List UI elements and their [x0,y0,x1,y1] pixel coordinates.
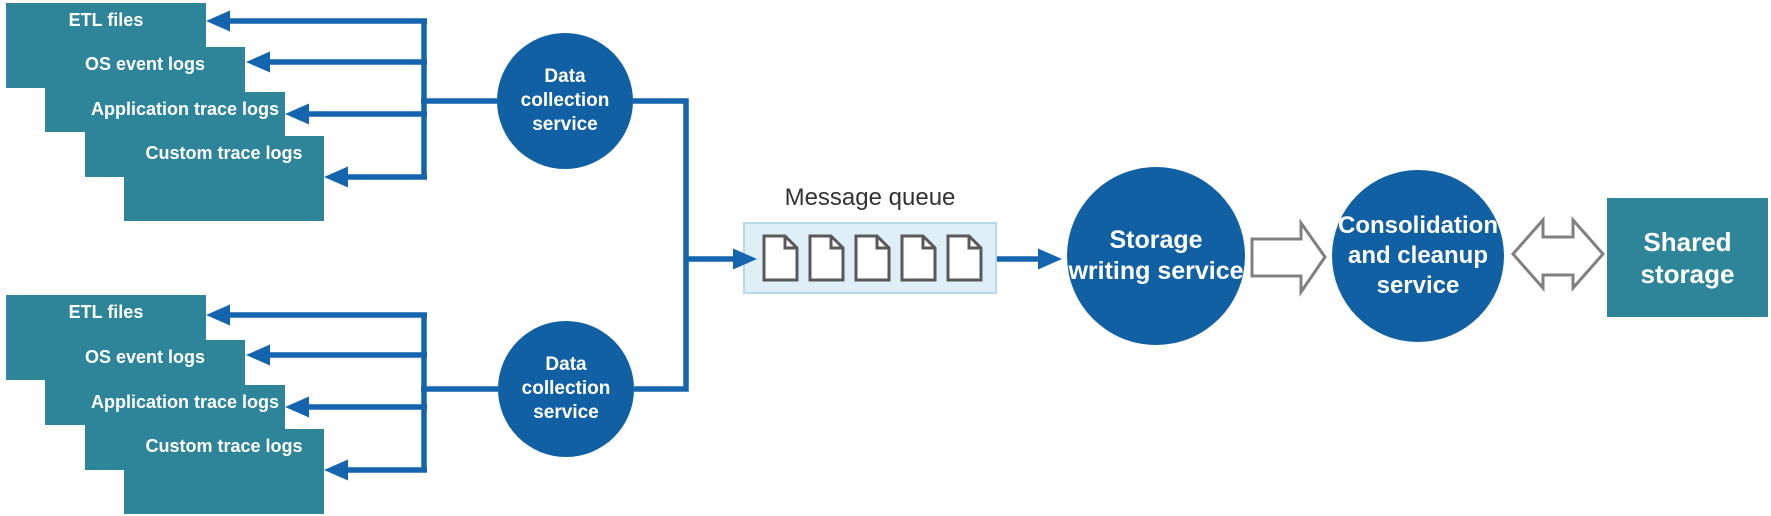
source-box-label: OS event logs [84,347,206,367]
node-label: Data collection service [520,66,610,135]
node-label: Data collection service [521,354,611,423]
message-document-icon [808,234,845,282]
arrowhead-left-icon [285,103,309,125]
arrowhead-left-icon [285,396,309,418]
node-label: Consolidation and cleanup service [1338,212,1498,299]
source-box-label: ETL files [68,302,144,322]
arrowhead-left-icon [206,304,230,326]
arrowhead-left-icon [324,459,348,481]
data-collection-service-node-bottom: Data collection service [498,321,634,457]
node-label: Shared storage [1640,226,1735,289]
arrowhead-left-icon [246,51,270,73]
source-box-label: ETL files [68,10,144,30]
source-box-label: Custom trace logs [145,436,303,456]
storage-writing-service-node: Storage writing service [1067,167,1245,345]
message-document-icon [854,234,891,282]
message-document-icon [900,234,937,282]
consolidation-cleanup-service-node: Consolidation and cleanup service [1332,170,1504,342]
node-label: Storage writing service [1068,226,1244,285]
source-box-label: OS event logs [84,54,206,74]
source-box-custom-trace-logs: Custom trace logs [124,136,324,221]
arrowhead-right-icon [1038,248,1062,270]
arrowhead-left-icon [246,344,270,366]
arrowhead-left-icon [324,166,348,188]
source-box-label: Custom trace logs [145,143,303,163]
arrowhead-left-icon [206,10,230,32]
message-queue-label: Message queue [784,184,956,211]
hollow-double-arrow-icon [1510,216,1606,292]
merge-connector-line [632,98,689,392]
shared-storage-node: Shared storage [1607,198,1768,317]
message-queue [743,222,997,294]
message-document-icon [946,234,983,282]
source-box-label: Application trace logs [90,99,280,119]
data-collection-service-node-top: Data collection service [497,33,633,169]
source-box-label: Application trace logs [90,392,280,412]
hollow-right-arrow-icon [1250,218,1327,297]
source-box-custom-trace-logs: Custom trace logs [124,429,324,514]
message-document-icon [762,234,799,282]
